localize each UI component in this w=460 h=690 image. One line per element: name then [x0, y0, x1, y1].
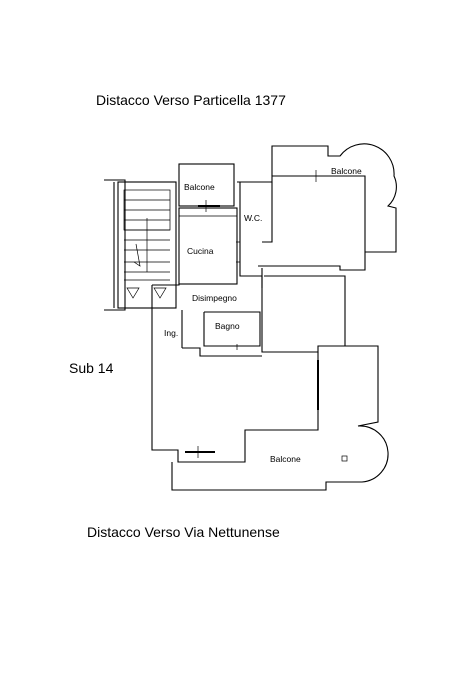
title-bottom: Distacco Verso Via Nettunense — [87, 524, 280, 540]
unit-label: Sub 14 — [69, 360, 114, 376]
balcony-top-left — [178, 163, 235, 212]
title-top: Distacco Verso Particella 1377 — [96, 92, 286, 108]
room-label-ingresso: Ing. — [164, 328, 178, 338]
room-label-bagno: Bagno — [215, 321, 240, 331]
apartment-outline — [151, 175, 366, 463]
room-label-cucina: Cucina — [187, 246, 214, 256]
balcony-bottom — [171, 345, 389, 491]
room-label-balcone-top-right: Balcone — [331, 166, 362, 176]
room-label-wc: W.C. — [244, 213, 262, 223]
room-label-balcone-bottom: Balcone — [270, 454, 301, 464]
room-label-disimpegno: Disimpegno — [192, 293, 237, 303]
room-label-balcone-top-left: Balcone — [184, 182, 215, 192]
stairwell — [104, 179, 177, 311]
balcony-top-right — [271, 143, 397, 253]
